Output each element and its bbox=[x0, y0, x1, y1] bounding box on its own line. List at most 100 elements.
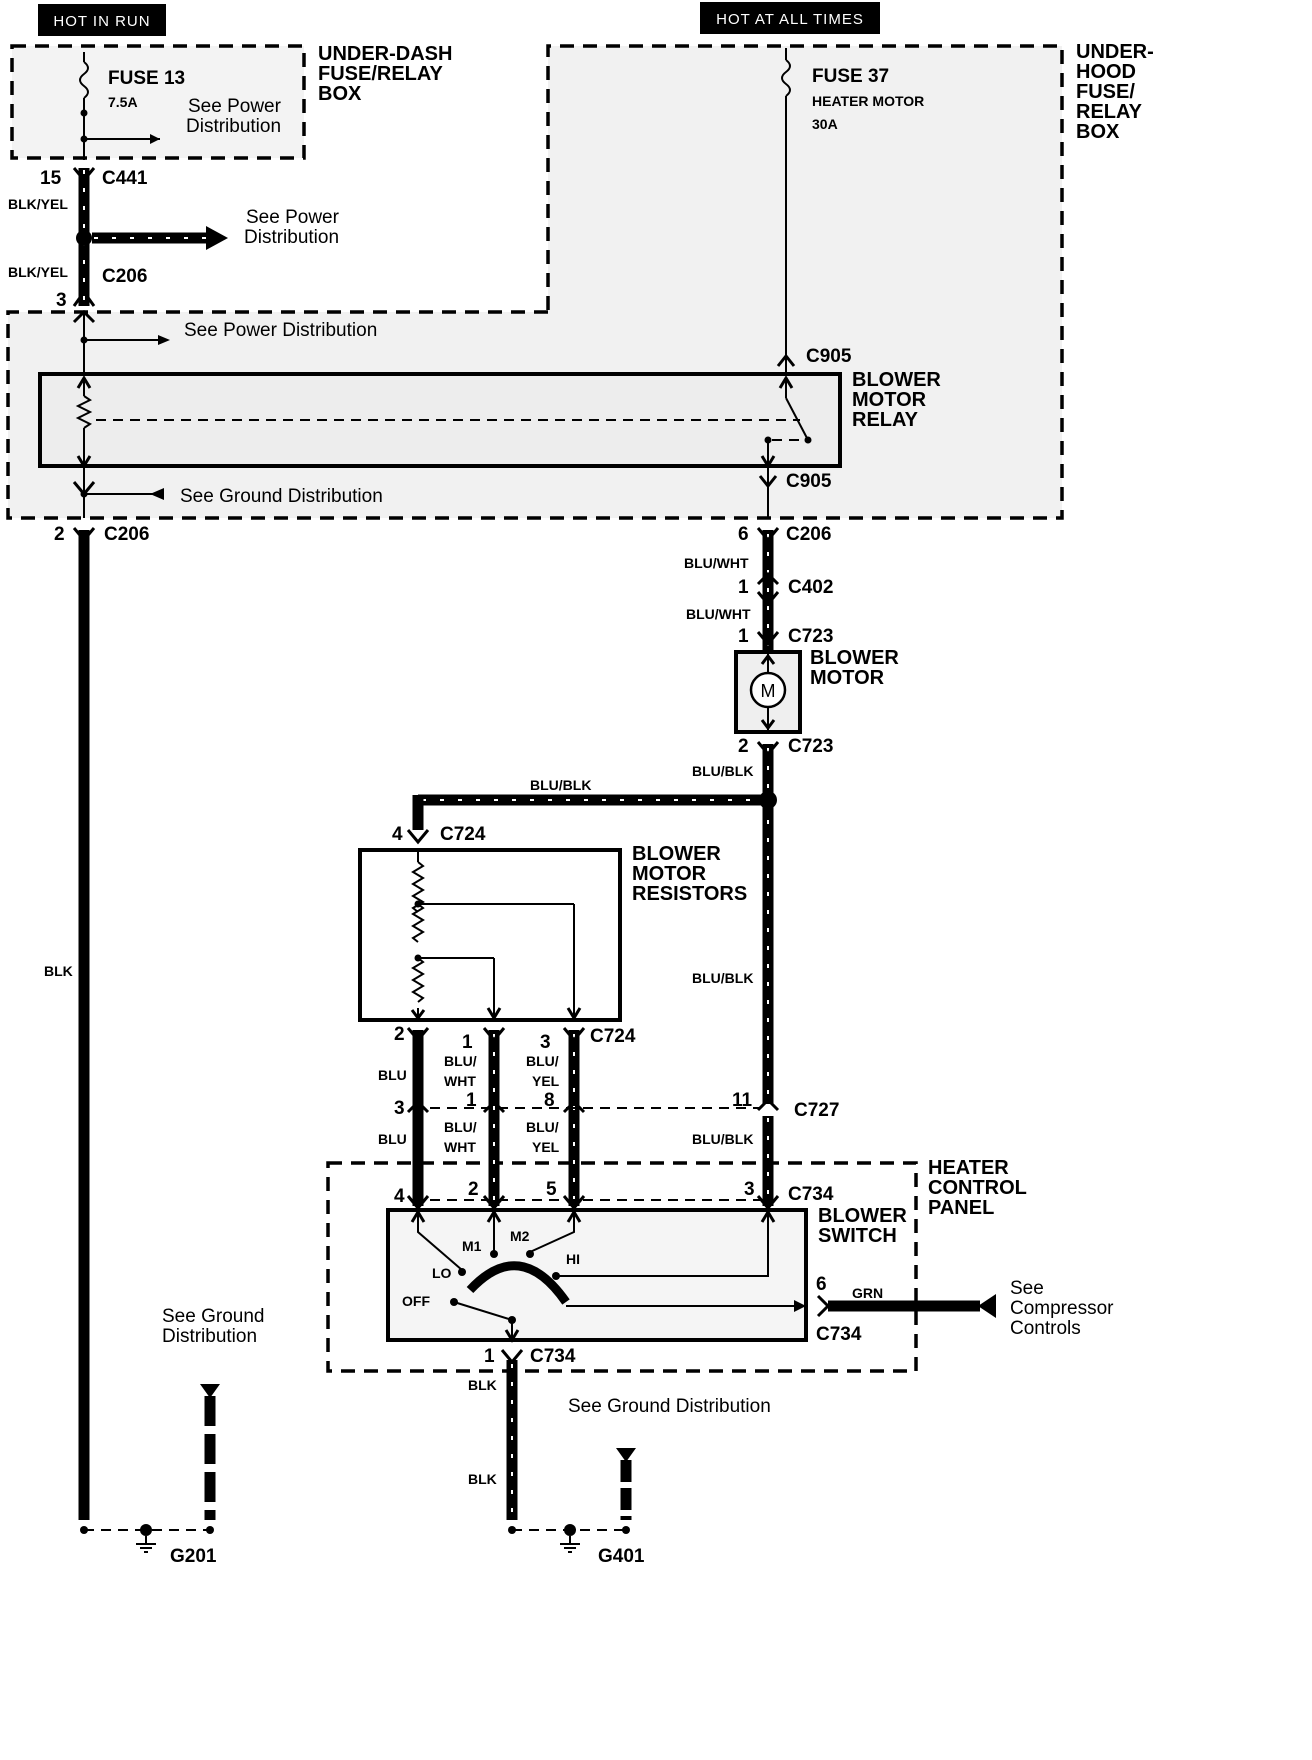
wire-label-blu-yel-2a: BLU/ bbox=[526, 1119, 559, 1135]
svg-text:Distribution: Distribution bbox=[186, 116, 281, 137]
hot-at-all-times-label: HOT AT ALL TIMES bbox=[716, 11, 864, 28]
svg-text:RELAY: RELAY bbox=[1076, 101, 1143, 123]
c734-label-bottom: C734 bbox=[530, 1346, 576, 1367]
c734-label-top: C734 bbox=[788, 1184, 834, 1205]
c727-pin-8: 8 bbox=[544, 1090, 555, 1111]
svg-text:MOTOR: MOTOR bbox=[632, 863, 707, 885]
fuse-13-name: FUSE 13 bbox=[108, 68, 185, 89]
blk-yel-feed-wire bbox=[72, 167, 228, 307]
relay-ground-feed bbox=[72, 466, 164, 518]
wire-label-blu-blk-top: BLU/BLK bbox=[530, 777, 591, 793]
blower-motor bbox=[734, 650, 802, 734]
g201-label: G201 bbox=[170, 1546, 217, 1567]
svg-text:FUSE/RELAY: FUSE/RELAY bbox=[318, 63, 444, 85]
ground-g201 bbox=[80, 1524, 214, 1553]
c723-pin-1: 1 bbox=[738, 626, 749, 647]
fuse-37-desc: HEATER MOTOR bbox=[812, 93, 924, 109]
svg-text:MOTOR: MOTOR bbox=[810, 667, 885, 689]
blower-switch-label: BLOWER SWITCH bbox=[818, 1205, 907, 1247]
see-compressor-controls: See Compressor Controls bbox=[1010, 1278, 1114, 1339]
c734-pin-2: 2 bbox=[468, 1179, 479, 1200]
hot-in-run-label: HOT IN RUN bbox=[53, 13, 150, 30]
wire-label-blu-2: BLU bbox=[378, 1131, 407, 1147]
wire-label-blu-yel-2b: YEL bbox=[532, 1139, 560, 1155]
wire-label-blu-yel-1b: YEL bbox=[532, 1073, 560, 1089]
fuse-13-see-power: See Power Distribution bbox=[186, 96, 282, 137]
c727-pin-11: 11 bbox=[732, 1090, 753, 1111]
svg-text:SWITCH: SWITCH bbox=[818, 1225, 897, 1247]
svg-text:PANEL: PANEL bbox=[928, 1197, 994, 1219]
c724-label-bottom: C724 bbox=[590, 1026, 636, 1047]
c734-pin-3: 3 bbox=[744, 1179, 755, 1200]
wire-label-blk-left: BLK bbox=[44, 963, 73, 979]
svg-text:See: See bbox=[1010, 1278, 1044, 1299]
c724-pin-1: 1 bbox=[462, 1032, 473, 1053]
svg-text:See Power: See Power bbox=[188, 96, 282, 117]
relay-power-feed bbox=[72, 309, 170, 374]
svg-text:HOOD: HOOD bbox=[1076, 61, 1136, 83]
fuse-37 bbox=[781, 48, 791, 374]
svg-text:BLOWER: BLOWER bbox=[632, 843, 721, 865]
wire-label-blu-wht-4b: WHT bbox=[444, 1139, 476, 1155]
svg-text:See Power: See Power bbox=[246, 207, 340, 228]
svg-text:Distribution: Distribution bbox=[244, 227, 339, 248]
c402-label: C402 bbox=[788, 577, 833, 598]
heater-control-panel-label: HEATER CONTROL PANEL bbox=[928, 1157, 1027, 1219]
svg-text:BLOWER: BLOWER bbox=[818, 1205, 907, 1227]
wire-label-blu-blk-2: BLU/BLK bbox=[692, 970, 753, 986]
fuse-37-name: FUSE 37 bbox=[812, 66, 889, 87]
blower-motor-label: BLOWER MOTOR bbox=[810, 647, 899, 689]
c206-label-right: C206 bbox=[786, 524, 831, 545]
c206-pin-6: 6 bbox=[738, 524, 749, 545]
wire-label-blk-right-1: BLK bbox=[468, 1377, 497, 1393]
wire-label-blu-wht-2: BLU/WHT bbox=[686, 606, 751, 622]
c734-pin-1: 1 bbox=[484, 1346, 495, 1367]
g401-label: G401 bbox=[598, 1546, 645, 1567]
wire-label-blu-blk-3: BLU/BLK bbox=[692, 1131, 753, 1147]
blower-motor-resistors bbox=[358, 848, 622, 1022]
c724-pin-2: 2 bbox=[394, 1024, 405, 1045]
switch-pos-m2: M2 bbox=[510, 1228, 530, 1244]
wire-label-blu-1: BLU bbox=[378, 1067, 407, 1083]
fuse-37-rating: 30A bbox=[812, 116, 838, 132]
svg-text:CONTROL: CONTROL bbox=[928, 1177, 1027, 1199]
switch-pos-m1: M1 bbox=[462, 1238, 482, 1254]
c723-label-top: C723 bbox=[788, 626, 833, 647]
blk-ground-wire-left bbox=[72, 527, 96, 1520]
c734-label-right: C734 bbox=[816, 1324, 862, 1345]
hot-in-run-tag bbox=[38, 4, 166, 36]
svg-text:Distribution: Distribution bbox=[162, 1326, 257, 1347]
ground-ref-left bbox=[200, 1384, 220, 1520]
c206-pin-3: 3 bbox=[56, 290, 67, 311]
c734-pin-5: 5 bbox=[546, 1179, 557, 1200]
svg-text:MOTOR: MOTOR bbox=[852, 389, 927, 411]
see-power-dist-splice: See Power Distribution bbox=[244, 207, 340, 248]
wire-label-blk-right-2: BLK bbox=[468, 1471, 497, 1487]
c905-label-top: C905 bbox=[806, 346, 852, 367]
c727-pin-1: 1 bbox=[466, 1090, 477, 1111]
switch-pos-off: OFF bbox=[402, 1293, 430, 1309]
c206-pin-2: 2 bbox=[54, 524, 65, 545]
wire-label-blu-wht-1: BLU/WHT bbox=[684, 555, 749, 571]
wire-label-blu-wht-3a: BLU/ bbox=[444, 1053, 477, 1069]
resistor-output-wires bbox=[406, 1027, 780, 1211]
blower-switch bbox=[386, 1208, 808, 1343]
see-power-distribution-relay: See Power Distribution bbox=[184, 320, 377, 341]
svg-text:FUSE/: FUSE/ bbox=[1076, 81, 1135, 103]
svg-text:Compressor: Compressor bbox=[1010, 1298, 1114, 1319]
heater-control-panel-box bbox=[326, 1161, 918, 1373]
wire-label-blu-wht-4a: BLU/ bbox=[444, 1119, 477, 1135]
see-ground-distribution-relay: See Ground Distribution bbox=[180, 486, 383, 507]
c724-pin-3: 3 bbox=[540, 1032, 551, 1053]
wire-label-blu-wht-3b: WHT bbox=[444, 1073, 476, 1089]
c723-pin-2: 2 bbox=[738, 736, 749, 757]
c441-label: C441 bbox=[102, 168, 148, 189]
c727-pin-3: 3 bbox=[394, 1098, 405, 1119]
blu-wht-wire bbox=[756, 527, 780, 650]
c734-pin-4: 4 bbox=[394, 1186, 405, 1207]
c206-label-top: C206 bbox=[102, 266, 147, 287]
c441-pin: 15 bbox=[40, 168, 62, 189]
see-ground-distribution-left: See Ground Distribution bbox=[162, 1306, 264, 1347]
c724-pin-4: 4 bbox=[392, 824, 403, 845]
